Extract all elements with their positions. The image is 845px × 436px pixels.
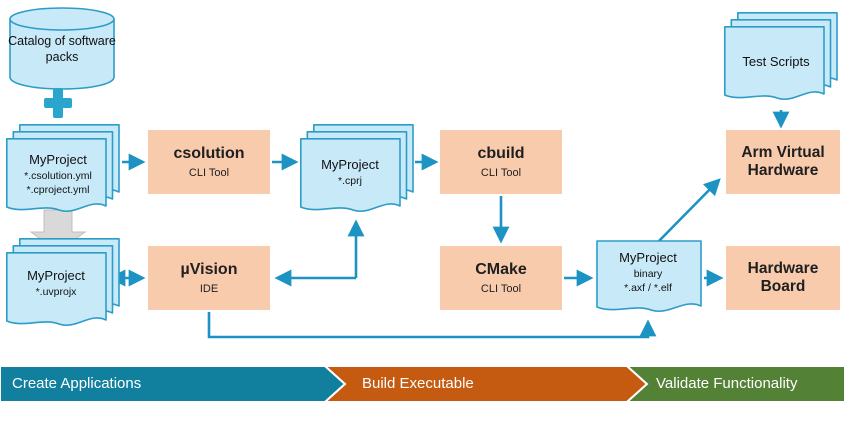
arrow-uvision-to-binary bbox=[207, 312, 657, 339]
arm-virtual-hardware-title: Arm Virtual Hardware bbox=[741, 144, 825, 179]
cylinder-icon bbox=[9, 7, 115, 90]
document-stack-icon bbox=[724, 12, 838, 101]
myproject-uvprojx-node: MyProject *.uvprojx bbox=[6, 238, 120, 334]
document-stack-icon bbox=[300, 124, 414, 213]
cmake-title: CMake bbox=[475, 261, 527, 279]
hardware-board-box: Hardware Board bbox=[726, 246, 840, 310]
myproject-cprj-node: MyProject *.cprj bbox=[300, 124, 414, 220]
uvision-title: µVision bbox=[180, 261, 238, 279]
uvision-box: µVision IDE bbox=[148, 246, 270, 310]
test-scripts-title: Test Scripts bbox=[742, 54, 810, 69]
myproject-yml-file2: *.cproject.yml bbox=[26, 184, 90, 197]
cbuild-box: cbuild CLI Tool bbox=[440, 130, 562, 194]
myproject-cprj-title: MyProject bbox=[321, 157, 379, 172]
myproject-uvprojx-title: MyProject bbox=[27, 268, 85, 283]
hardware-board-title: Hardware Board bbox=[747, 260, 819, 295]
phase-validate-label: Validate Functionality bbox=[656, 375, 798, 392]
myproject-yml-label: MyProject *.csolution.yml *.cproject.yml bbox=[8, 152, 108, 197]
test-scripts-label: Test Scripts bbox=[726, 54, 826, 71]
document-stack-icon bbox=[6, 238, 120, 327]
binary-node: MyProject binary *.axf / *.elf bbox=[596, 240, 702, 320]
binary-title: MyProject bbox=[619, 250, 677, 265]
myproject-yml-title: MyProject bbox=[29, 152, 87, 167]
document-stack-icon bbox=[6, 124, 120, 213]
phase-build-label: Build Executable bbox=[362, 375, 474, 392]
binary-label: MyProject binary *.axf / *.elf bbox=[598, 250, 698, 295]
myproject-cprj-file: *.cprj bbox=[338, 174, 362, 187]
csolution-box: csolution CLI Tool bbox=[148, 130, 270, 194]
csolution-title: csolution bbox=[173, 145, 245, 163]
binary-line3: *.axf / *.elf bbox=[624, 282, 672, 295]
myproject-yml-file1: *.csolution.yml bbox=[24, 169, 92, 182]
myproject-uvprojx-label: MyProject *.uvprojx bbox=[8, 268, 104, 299]
myproject-uvprojx-file: *.uvprojx bbox=[35, 285, 77, 298]
catalog-node: Catalog of software packs bbox=[8, 6, 116, 92]
cbuild-title: cbuild bbox=[477, 145, 525, 163]
phase-chevrons bbox=[0, 365, 845, 403]
phase-validate-chevron bbox=[624, 365, 845, 403]
plus-icon bbox=[44, 88, 72, 118]
catalog-label: Catalog of software packs bbox=[8, 34, 116, 65]
arrow-binary-to-avh bbox=[656, 178, 721, 244]
binary-line2: binary bbox=[633, 267, 663, 280]
uvision-subtitle: IDE bbox=[199, 282, 219, 295]
test-scripts-node: Test Scripts bbox=[724, 12, 838, 108]
csolution-subtitle: CLI Tool bbox=[188, 166, 230, 179]
cmake-box: CMake CLI Tool bbox=[440, 246, 562, 310]
phase-create-label: Create Applications bbox=[12, 375, 142, 392]
myproject-cprj-label: MyProject *.cprj bbox=[302, 157, 398, 188]
document-icon bbox=[596, 240, 702, 313]
cbuild-subtitle: CLI Tool bbox=[480, 166, 522, 179]
cmake-subtitle: CLI Tool bbox=[480, 282, 522, 295]
arm-virtual-hardware-box: Arm Virtual Hardware bbox=[726, 130, 840, 194]
phase-bar: Create Applications Build Executable Val… bbox=[0, 364, 845, 404]
myproject-yml-node: MyProject *.csolution.yml *.cproject.yml bbox=[6, 124, 120, 220]
